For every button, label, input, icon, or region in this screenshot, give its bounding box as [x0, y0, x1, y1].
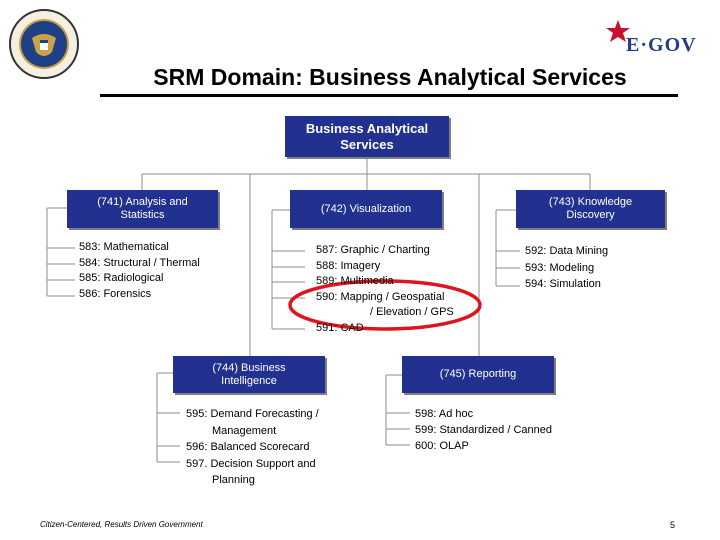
list-item: 590: Mapping / Geospatial: [316, 290, 445, 303]
list-item: 600: OLAP: [415, 440, 469, 452]
list-item: 592: Data Mining: [525, 245, 609, 257]
footer-tagline: Citizen-Centered, Results Driven Governm…: [40, 520, 203, 529]
node-741-items: 583: Mathematical 584: Structural / Ther…: [79, 240, 200, 302]
list-item: 594: Simulation: [525, 278, 601, 290]
list-item: 596: Balanced Scorecard: [186, 441, 310, 453]
node-744-label-line2: Intelligence: [221, 374, 277, 387]
list-item: 597. Decision Support and: [186, 457, 316, 470]
root-label-line2: Services: [340, 136, 394, 152]
node-742-box: (742) Visualization: [290, 190, 442, 228]
list-item: 588: Imagery: [316, 259, 381, 272]
root-label-line1: Business Analytical: [305, 120, 429, 136]
list-item: Management: [212, 424, 277, 437]
page-title: SRM Domain: Business Analytical Services: [153, 64, 627, 90]
red-star-icon: [606, 20, 630, 42]
node-741-label-line2: Statistics: [120, 209, 165, 221]
list-item: 595: Demand Forecasting /: [186, 408, 319, 420]
list-item: 598: Ad hoc: [415, 408, 474, 420]
list-item: / Elevation / GPS: [370, 306, 454, 318]
list-item: 591: CAD: [316, 321, 364, 334]
node-743-label-line1: (743) Knowledge: [548, 196, 633, 208]
highlight-ellipse: [288, 279, 482, 331]
list-item: 585: Radiological: [79, 272, 164, 284]
node-745-label-line1: (745) Reporting: [439, 368, 517, 380]
node-744-label-line1: (744) Business: [212, 361, 286, 374]
list-item: 589: Multimedia: [316, 275, 394, 287]
list-item: 599: Standardized / Canned: [415, 424, 552, 436]
node-745-box: (745) Reporting: [402, 356, 554, 393]
presidential-seal-icon: [9, 9, 79, 79]
node-742-label-line1: (742) Visualization: [320, 202, 412, 215]
egov-logo-text: E·GOV: [626, 34, 697, 56]
node-741-label-line1: (741) Analysis and: [97, 196, 188, 208]
page-number: 5: [670, 520, 676, 530]
list-item: 583: Mathematical: [79, 241, 169, 253]
list-item: Planning: [212, 474, 255, 486]
node-743-label-line2: Discovery: [566, 209, 615, 221]
list-item: 584: Structural / Thermal: [79, 256, 200, 269]
node-744-items: 595: Demand Forecasting / Management 596…: [186, 406, 319, 489]
node-745-items: 598: Ad hoc 599: Standardized / Canned 6…: [415, 406, 552, 454]
node-742-items: 587: Graphic / Charting 588: Imagery 589…: [316, 243, 454, 336]
title-underline: [100, 94, 678, 97]
list-item: 586: Forensics: [79, 287, 152, 300]
node-743-items: 592: Data Mining 593: Modeling 594: Simu…: [525, 244, 608, 293]
list-item: 593: Modeling: [525, 261, 595, 274]
list-item: 587: Graphic / Charting: [316, 244, 430, 256]
